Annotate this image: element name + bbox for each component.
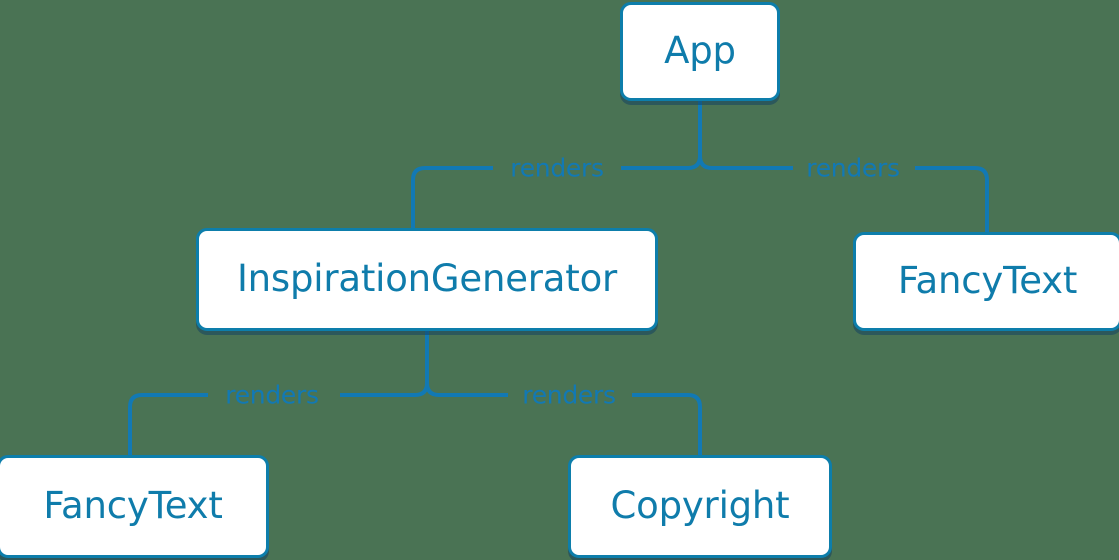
edge-label-inspirationgenerator-to-copyright: renders <box>522 380 616 410</box>
node-inspirationgenerator[interactable]: InspirationGenerator <box>196 228 658 331</box>
edge-app-trunk-left <box>621 155 702 170</box>
edge-label-app-to-inspirationgenerator: renders <box>510 153 604 183</box>
edge-inspirationgenerator-to-fancytext-bottom <box>128 393 208 455</box>
node-app-label: App <box>664 28 736 72</box>
edge-inspirationgenerator-trunk <box>425 331 508 397</box>
node-fancytext-bottom[interactable]: FancyText <box>0 455 269 558</box>
edge-inspirationgenerator-trunk-left <box>340 382 429 397</box>
edge-inspirationgenerator-to-copyright <box>632 393 702 455</box>
edge-app-to-inspirationgenerator <box>411 166 493 228</box>
node-copyright[interactable]: Copyright <box>568 455 832 558</box>
edge-app-to-fancytext-right <box>915 166 989 232</box>
edge-app-trunk <box>698 101 793 170</box>
node-fancytext-right-label: FancyText <box>897 258 1078 302</box>
node-copyright-label: Copyright <box>610 483 790 527</box>
node-fancytext-right[interactable]: FancyText <box>853 232 1119 331</box>
node-fancytext-bottom-label: FancyText <box>43 483 223 527</box>
edge-label-inspirationgenerator-to-fancytext-bottom: renders <box>225 380 319 410</box>
edge-label-app-to-fancytext-right: renders <box>806 153 900 183</box>
node-app[interactable]: App <box>620 2 780 101</box>
node-inspirationgenerator-label: InspirationGenerator <box>236 256 618 300</box>
